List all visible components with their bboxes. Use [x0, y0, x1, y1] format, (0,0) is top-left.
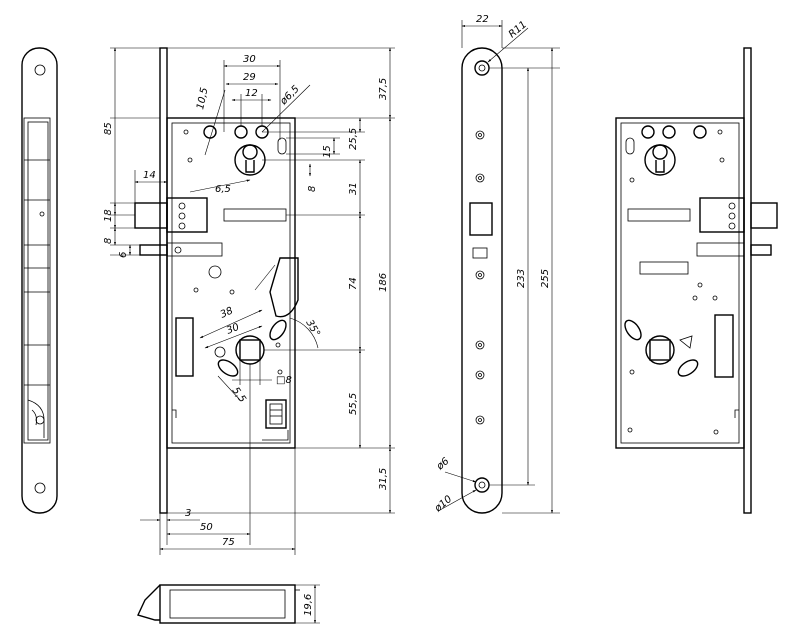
dim-8-latch: 8: [103, 238, 114, 244]
dim-19-6: 19,6: [303, 594, 314, 616]
dim-55-5: 55,5: [348, 393, 359, 415]
faceplate-dimensions: 22 R11 233 255 ø6 ø10: [432, 14, 560, 515]
faceplate-front-view: [461, 47, 503, 514]
dim-29: 29: [243, 72, 256, 83]
dim-10-5: 10,5: [195, 87, 210, 111]
dim-3: 3: [185, 508, 191, 519]
dim-R11: R11: [507, 19, 529, 40]
dim-dia-6: ø6: [434, 456, 451, 473]
faceplate-edge-view: [21, 47, 58, 514]
lock-body-top-view: 19,6: [137, 584, 320, 624]
dim-dia-10: ø10: [432, 494, 454, 515]
dim-50: 50: [200, 522, 213, 533]
dim-30-top: 30: [243, 54, 256, 65]
dim-8-upper: 8: [307, 186, 318, 192]
dim-85: 85: [103, 122, 114, 135]
dim-5-5: 5,5: [230, 385, 248, 404]
lock-body-front-view: [134, 47, 299, 514]
dim-186: 186: [378, 273, 389, 292]
dim-38: 38: [219, 306, 235, 321]
front-view-dimensions: 37,5 186 31,5 25,5 31 74 55,5 15 8 85: [103, 47, 395, 555]
dim-14: 14: [143, 170, 156, 181]
dim-255: 255: [540, 269, 551, 288]
dim-233: 233: [516, 269, 527, 288]
dim-square-8: □8: [276, 375, 292, 386]
dim-22: 22: [476, 14, 489, 25]
dim-18: 18: [103, 209, 114, 222]
dim-35-deg: 35°: [303, 318, 321, 339]
dim-6-5: 6,5: [215, 184, 231, 195]
dim-31-5: 31,5: [378, 468, 389, 490]
lock-body-rear-view: [615, 47, 778, 514]
dim-6: 6: [118, 252, 129, 258]
dim-31: 31: [348, 182, 359, 195]
dim-15: 15: [322, 145, 333, 158]
dim-37-5: 37,5: [378, 78, 389, 100]
dim-dia-6-5: ø6,5: [278, 84, 302, 108]
dim-12: 12: [245, 88, 258, 99]
dim-30-mid: 30: [225, 322, 241, 337]
dim-25-5: 25,5: [348, 128, 359, 150]
dim-75: 75: [222, 537, 235, 548]
dim-74: 74: [348, 277, 359, 290]
